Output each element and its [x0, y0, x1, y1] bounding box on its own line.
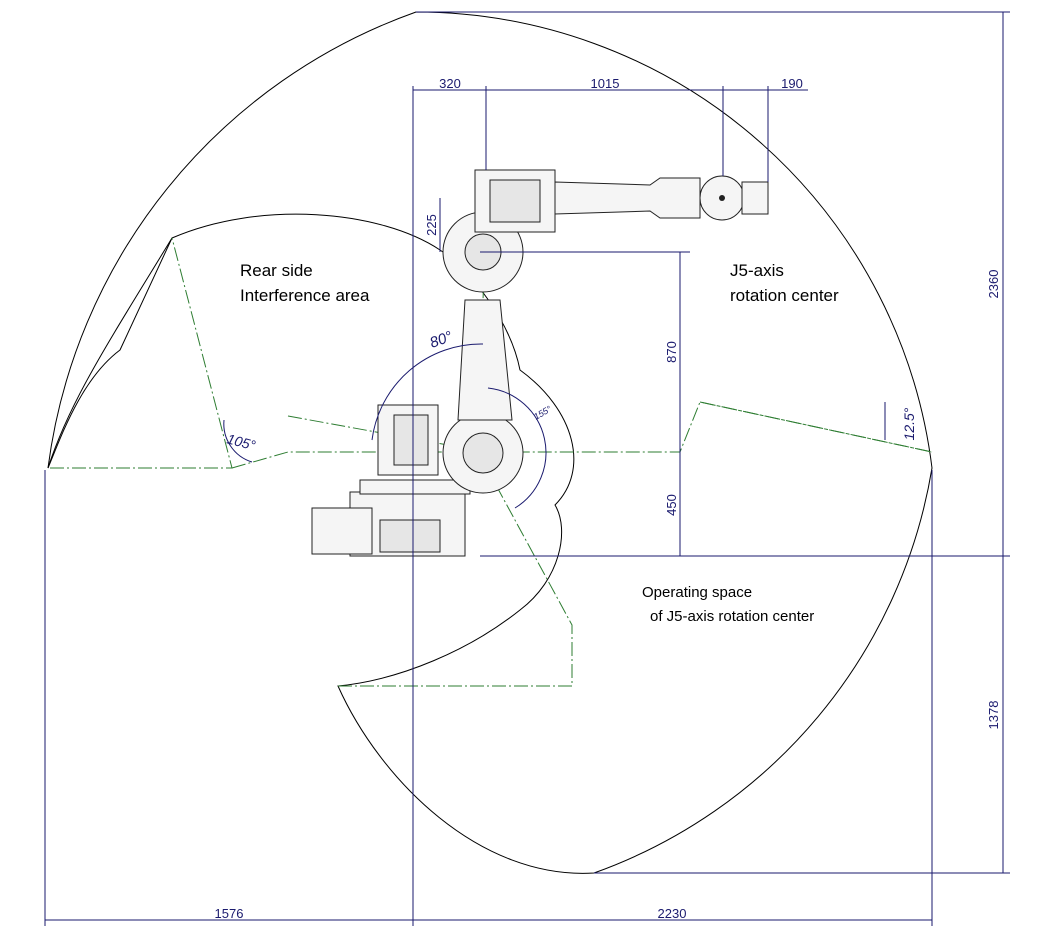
dim-1015: 1015	[591, 76, 620, 91]
angle-105: 105°	[225, 430, 257, 453]
robot-body	[311, 169, 769, 557]
rear-limit-centerline	[50, 237, 233, 469]
operating-space-label-2: of J5-axis rotation center	[650, 608, 814, 625]
operating-space-label: Operating space	[642, 584, 752, 601]
dim-190: 190	[781, 76, 803, 91]
dim-1378: 1378	[986, 701, 1001, 730]
dim-870: 870	[664, 341, 679, 363]
j5-rotation-center-label: rotation center	[730, 286, 839, 305]
dim-320: 320	[439, 76, 461, 91]
dim-450: 450	[664, 494, 679, 516]
arc-155	[487, 387, 547, 509]
dim-225: 225	[424, 214, 439, 236]
angle-155: 155°	[532, 404, 553, 422]
lower-limit-centerline	[338, 451, 573, 687]
rear-interference-arc	[47, 237, 173, 469]
j5-axis-label: J5-axis	[730, 261, 784, 280]
dimension-lines	[44, 11, 1010, 926]
dim-2360: 2360	[986, 270, 1001, 299]
rear-side-label: Rear side	[240, 261, 313, 280]
lower-arm	[457, 299, 513, 421]
dim-1576: 1576	[215, 906, 244, 921]
interference-area-label: Interference area	[240, 286, 370, 305]
arc-105	[223, 419, 253, 463]
angle-80: 80°	[428, 328, 455, 352]
angle-arcs	[223, 343, 886, 509]
incline-centerline	[699, 401, 933, 453]
forearm	[554, 177, 701, 219]
arc-80	[371, 343, 484, 441]
angle-12-5: 12.5°	[901, 407, 917, 440]
horizontal-centerline	[231, 401, 933, 469]
dim-2230: 2230	[658, 906, 687, 921]
operating-envelope-outline	[47, 11, 933, 874]
